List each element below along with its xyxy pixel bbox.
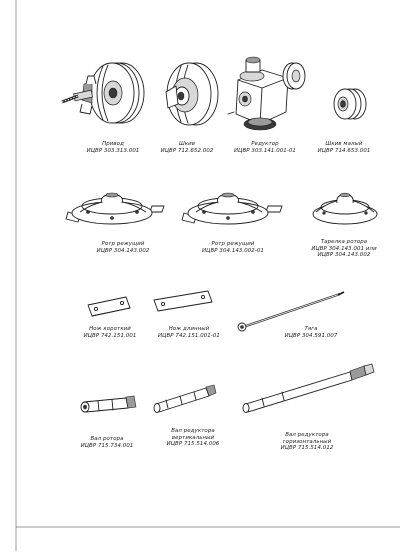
part-name: Вал редуктора (285, 432, 329, 438)
part-name-line2: вертикальный (171, 434, 215, 441)
small-pulley-drawing (333, 88, 367, 120)
part-label-horizontal-shaft: Вал редуктора горизонтальный ИЦВР 715.51… (264, 432, 350, 452)
part-label-vertical-shaft: Вал редуктора вертикальный ИЦВР 715.514.… (153, 428, 233, 448)
part-code: ИЦВР 303.313.001 (86, 147, 140, 154)
part-name: Ротр режущий (211, 241, 255, 247)
part-code: ИЦВР 303.141.001-01 (234, 147, 296, 154)
part-code: ИЦВР 715.514.006 (166, 441, 220, 448)
part-label-tie-rod: Тяга ИЦВР 304.591.007 (271, 326, 351, 339)
part-label-long-blade: Нож длинный ИЦВР 742.151.001-01 (148, 326, 230, 339)
part-label-gearbox: Редуктор ИЦВР 303.141.001-01 (223, 141, 307, 154)
part-label-cutting-rotor-2: Ротр режущий ИЦВР 304.143.002-01 (191, 241, 275, 254)
rotor-plate-drawing (312, 192, 378, 225)
part-name: Тяга (304, 326, 318, 332)
part-code: ИЦВР 304.143.002 (96, 247, 150, 254)
part-name: Редуктор (251, 141, 279, 147)
part-name: Привод (102, 141, 124, 147)
part-code: ИЦВР 742.151.001-01 (158, 332, 220, 339)
part-label-drive: Привод ИЦВР 303.313.001 (73, 141, 153, 154)
part-code: ИЦВР 304.591.007 (284, 332, 338, 339)
rotor-shaft-drawing (80, 395, 137, 413)
part-label-small-pulley: Шкив малый ИЦВР 714.653.001 (304, 141, 384, 154)
part-name-line2: горизонтальный (282, 438, 332, 445)
part-code: ИЦВР 714.653.001 (317, 147, 371, 154)
cutting-rotor-2-drawing (181, 192, 283, 225)
drive-drawing (61, 62, 145, 124)
pulley-drawing (165, 62, 219, 126)
part-label-short-blade: Нож короткий ИЦВР 742.151.001 (72, 326, 148, 339)
part-name: Ротр режущий (101, 241, 145, 247)
part-label-rotor-shaft: Вал ротора ИЦВР 715.734.001 (69, 436, 145, 449)
vertical-gearbox-shaft-drawing (153, 384, 217, 413)
horizontal-gearbox-shaft-drawing (242, 363, 375, 413)
short-blade-drawing (87, 296, 131, 317)
cutting-rotor-1-drawing (65, 192, 165, 225)
part-name: Шкив (178, 141, 196, 147)
part-label-rotor-plate: Тарелка ротора ИЦВР 304.143.001 или ИЦВР… (302, 239, 386, 259)
gearbox-drawing (227, 56, 306, 131)
part-name: Нож короткий (89, 326, 131, 332)
part-label-pulley: Шкив ИЦВР 712.652.002 (147, 141, 227, 154)
long-blade-drawing (153, 290, 213, 312)
tie-rod-drawing (237, 291, 345, 332)
part-code: ИЦВР 304.143.001 или (311, 245, 377, 252)
part-name: Вал ротора (90, 436, 124, 442)
part-code: ИЦВР 715.734.001 (80, 442, 134, 449)
part-name: Шкив малый (325, 141, 363, 147)
part-code-alt: ИЦВР 304.143.002 (317, 252, 371, 259)
part-code: ИЦВР 712.652.002 (160, 147, 214, 154)
part-code: ИЦВР 742.151.001 (83, 332, 137, 339)
part-name: Тарелка ротора (320, 239, 368, 245)
part-code: ИЦВР 715.514.012 (280, 445, 334, 452)
part-label-cutting-rotor-1: Ротр режущий ИЦВР 304.143.002 (83, 241, 163, 254)
part-name: Нож длинный (168, 326, 210, 332)
part-code: ИЦВР 304.143.002-01 (202, 247, 264, 254)
part-name: Вал редуктора (171, 428, 215, 434)
